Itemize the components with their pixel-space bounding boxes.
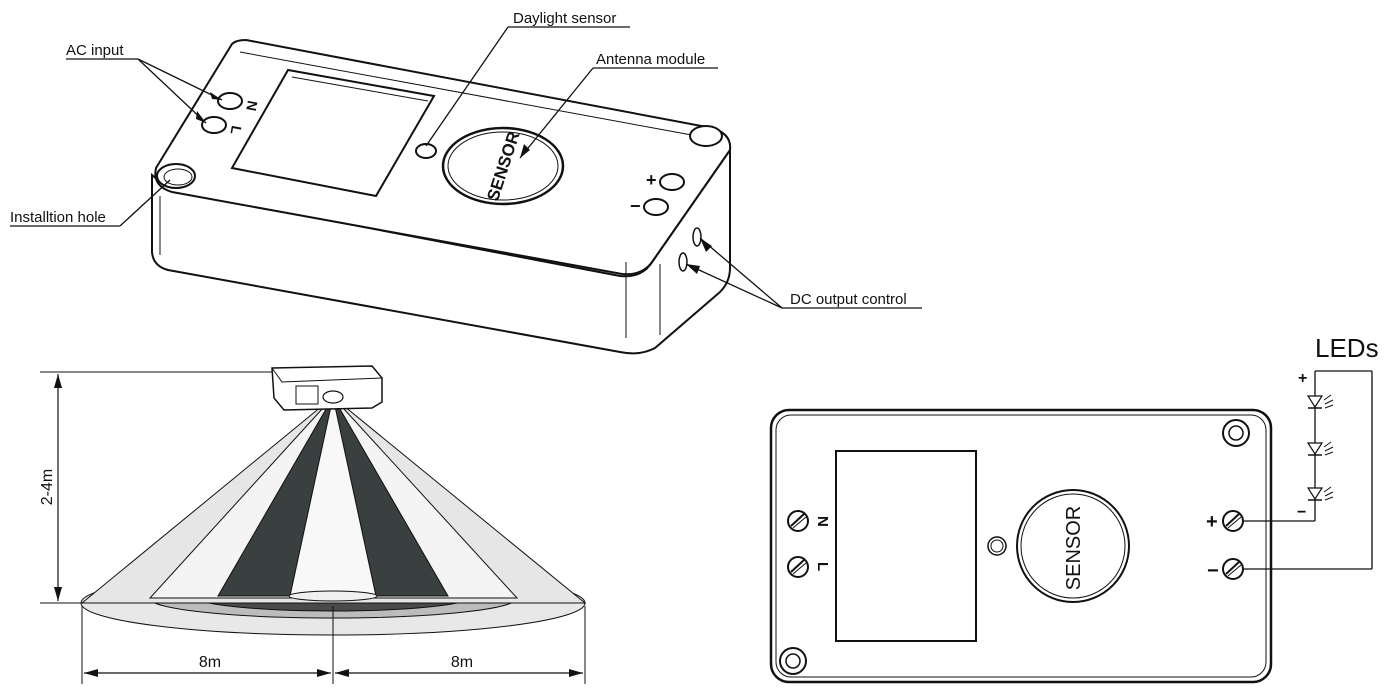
right-radius-label: 8m — [451, 654, 473, 671]
dc-plus-label: + — [646, 170, 657, 190]
sensor-dome — [441, 126, 565, 206]
dc-output-control-label: DC output control — [790, 291, 907, 308]
daylight-sensor-hole — [415, 143, 437, 159]
callouts: AC input Daylight sensor Antenna module … — [10, 10, 922, 309]
led-2 — [1306, 441, 1334, 456]
ac-input-label: AC input — [66, 42, 124, 59]
top-terminal-l: L — [814, 562, 831, 571]
top-plus-label: + — [1206, 511, 1218, 533]
window — [835, 450, 977, 642]
isometric-device: N L SENSOR + − — [151, 38, 732, 355]
led-wiring: LEDs + − — [1243, 333, 1379, 570]
led-plus-label: + — [1298, 370, 1307, 387]
top-terminal-n: N — [814, 516, 831, 527]
antenna-module-label: Antenna module — [596, 51, 705, 68]
dc-minus-label: − — [630, 196, 641, 216]
led-minus-label: − — [1297, 504, 1306, 521]
installation-hole-left — [156, 163, 196, 189]
led-1 — [1306, 394, 1334, 409]
top-minus-label: − — [1207, 560, 1219, 582]
height-label: 2-4m — [39, 469, 56, 505]
top-sensor-circle — [1016, 489, 1130, 603]
top-sensor-text: SENSOR — [1063, 506, 1085, 590]
terminal-n-label: N — [243, 99, 261, 112]
led-3 — [1306, 486, 1334, 501]
daylight-sensor-label: Daylight sensor — [513, 10, 616, 27]
top-view-device: SENSOR N L + − — [769, 408, 1273, 684]
leds-label: LEDs — [1315, 333, 1379, 363]
terminal-l-label: L — [227, 124, 244, 136]
left-radius-label: 8m — [199, 654, 221, 671]
installation-hole-label: Installtion hole — [10, 209, 106, 226]
coverage-diagram: 2-4m 8m 8m — [39, 365, 587, 684]
